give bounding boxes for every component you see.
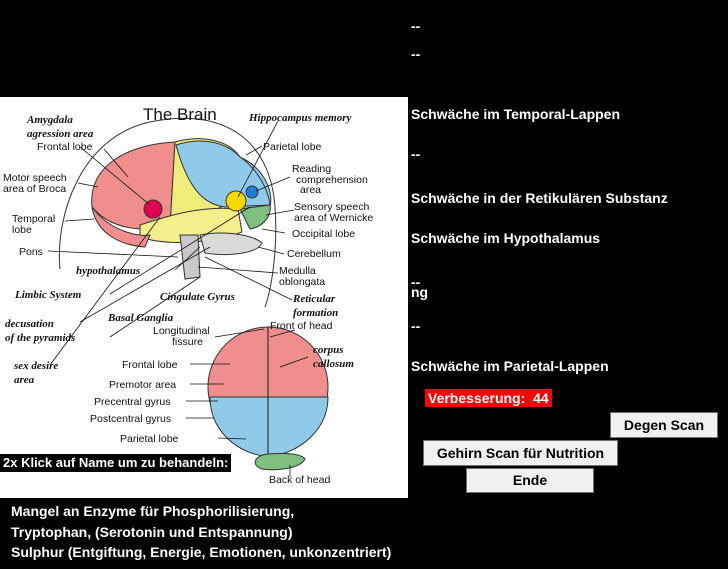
end-button[interactable]: Ende xyxy=(466,468,594,493)
label-comprehension: comprehension xyxy=(296,174,368,186)
status-line[interactable]: -- xyxy=(411,146,421,162)
label-front-of-head: Front of head xyxy=(270,320,333,332)
label-cerebellum: Cerebellum xyxy=(287,248,341,260)
label-postcentral-gyrus: Postcentral gyrus xyxy=(90,413,171,425)
info-line: Tryptophan, (Serotonin und Entspannung) xyxy=(11,523,293,540)
label-occipital-lobe: Occipital lobe xyxy=(292,228,355,240)
label-fissure: fissure xyxy=(172,336,203,348)
status-parietal-lobe[interactable]: Schwäche im Parietal-Lappen xyxy=(411,358,609,374)
label-pons: Pons xyxy=(19,246,43,258)
label-cingulate-gyrus: Cingulate Gyrus xyxy=(160,291,235,303)
label-premotor-area: Premotor area xyxy=(109,379,176,391)
label-corpus: corpus xyxy=(313,344,344,356)
label-sensory-speech: Sensory speech xyxy=(294,201,369,213)
status-hypothalamus[interactable]: Schwäche im Hypothalamus xyxy=(411,230,601,246)
improvement-badge: Verbesserung: 44 xyxy=(425,389,552,407)
label-formation: formation xyxy=(293,307,338,319)
label-of-the-pyramids: of the pyramids xyxy=(5,332,75,344)
label-area: area xyxy=(14,374,35,386)
improvement-label: Verbesserung: xyxy=(428,390,526,406)
double-click-hint: 2x Klick auf Name um zu behandeln: xyxy=(0,454,232,472)
label-hippocampus-memory: Hippocampus memory xyxy=(248,112,351,124)
label-medulla: Medulla xyxy=(279,265,316,277)
brain-scan-nutrition-button[interactable]: Gehirn Scan für Nutrition xyxy=(423,440,618,466)
label-area-small: area xyxy=(300,184,321,196)
label-amygdala: Amygdala xyxy=(26,114,73,126)
label-top-parietal-lobe: Parietal lobe xyxy=(120,433,179,445)
status-line-partial[interactable]: ng xyxy=(411,284,429,300)
label-callosum: callosum xyxy=(313,358,354,370)
status-temporal-lobe[interactable]: Schwäche im Temporal-Lappen xyxy=(411,106,621,122)
label-decusation: decusation xyxy=(5,318,54,330)
status-line[interactable]: -- xyxy=(411,18,421,34)
brain-diagram-image: The Brain Amygdala agression area Fronta… xyxy=(0,97,408,498)
label-temporal: Temporal xyxy=(12,213,55,225)
label-agression-area: agression area xyxy=(27,128,94,140)
status-reticular-substance[interactable]: Schwäche in der Retikulären Substanz xyxy=(411,190,668,206)
label-hypothalamus: hypothalamus xyxy=(76,265,140,277)
label-precentral-gyrus: Precentral gyrus xyxy=(94,396,170,408)
status-line[interactable]: -- xyxy=(411,274,421,290)
label-motor-speech: Motor speech xyxy=(3,172,67,184)
label-reticular: Reticular xyxy=(292,293,336,305)
degen-scan-button[interactable]: Degen Scan xyxy=(610,412,718,438)
label-parietal-lobe: Parietal lobe xyxy=(263,141,322,153)
label-area-of-broca: area of Broca xyxy=(3,183,66,195)
info-line: Mangel an Enzyme für Phosphorilisierung, xyxy=(11,503,295,519)
status-line[interactable]: -- xyxy=(411,318,421,334)
status-line[interactable]: -- xyxy=(411,46,421,62)
label-back-of-head: Back of head xyxy=(269,474,330,486)
label-top-frontal-lobe: Frontal lobe xyxy=(122,359,178,371)
label-oblongata: oblongata xyxy=(279,276,325,288)
label-frontal-lobe: Frontal lobe xyxy=(37,141,93,153)
info-line: Sulphur (Entgiftung, Energie, Emotionen,… xyxy=(11,544,392,560)
label-sex-desire: sex desire xyxy=(13,360,58,372)
brain-title: The Brain xyxy=(143,105,217,124)
label-basal-ganglia: Basal Ganglia xyxy=(107,312,174,324)
label-reading: Reading xyxy=(292,163,331,175)
label-area-of-wernicke: area of Wernicke xyxy=(294,212,373,224)
label-longitudinal: Longitudinal xyxy=(153,325,210,337)
deficiency-info: Mangel an Enzyme für Phosphorilisierung,… xyxy=(11,501,391,563)
improvement-value: 44 xyxy=(533,390,549,406)
label-limbic-system: Limbic System xyxy=(14,289,82,301)
label-lobe: lobe xyxy=(12,224,32,236)
